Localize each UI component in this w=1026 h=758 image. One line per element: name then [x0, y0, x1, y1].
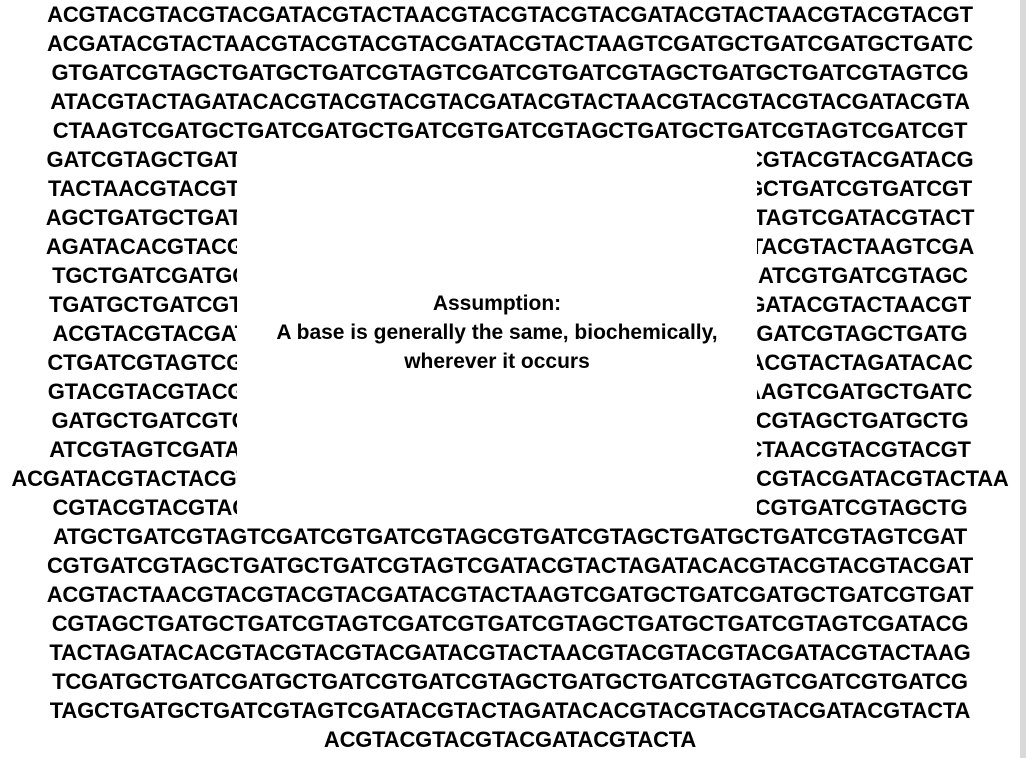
- scrollbar-track[interactable]: [1020, 0, 1026, 758]
- sequence-line: ACGTACGTACGTACGATACGTACTAACGTACGTACGTACG…: [47, 2, 973, 27]
- sequence-line: TACTAGATACACGTACGTACGTACGATACGTACTAACGTA…: [49, 640, 971, 665]
- sequence-line: TAGCTGATGCTGATCGTAGTCGATACGTACTAGATACACG…: [49, 698, 971, 723]
- sequence-line: CGTAGCTGATGCTGATCGTAGTCGATCGTGATCGTAGCTG…: [51, 611, 969, 636]
- assumption-heading: Assumption:: [432, 292, 562, 315]
- sequence-line: ATACGTACTAGATACACGTACGTACGTACGATACGTACTA…: [50, 89, 970, 114]
- assumption-box: [237, 146, 757, 518]
- sequence-line: ACGATACGTACTAACGTACGTACGTACGATACGTACTAAG…: [46, 31, 974, 56]
- sequence-line: GTGATCGTAGCTGATGCTGATCGTAGTCGATCGTGATCGT…: [51, 60, 969, 85]
- sequence-line: ACGTACGTACGTACGATACGTACTA: [323, 727, 697, 752]
- assumption-text: Assumption: A base is generally the same…: [237, 289, 757, 376]
- sequence-line: CGTGATCGTAGCTGATGCTGATCGTAGTCGATACGTACTA…: [46, 553, 974, 578]
- assumption-line-2: wherever it occurs: [404, 350, 590, 373]
- sequence-line: ATGCTGATCGTAGTCGATCGTGATCGTAGCGTGATCGTAG…: [52, 524, 968, 549]
- sequence-line: TCGATGCTGATCGATGCTGATCGTGATCGTAGCTGATGCT…: [52, 669, 968, 694]
- sequence-line: CTAAGTCGATGCTGATCGATGCTGATCGTGATCGTAGCTG…: [52, 118, 968, 143]
- sequence-line: ACGTACTAACGTACGTACGTACGATACGTACTAAGTCGAT…: [46, 582, 974, 607]
- assumption-line-1: A base is generally the same, biochemica…: [276, 321, 718, 344]
